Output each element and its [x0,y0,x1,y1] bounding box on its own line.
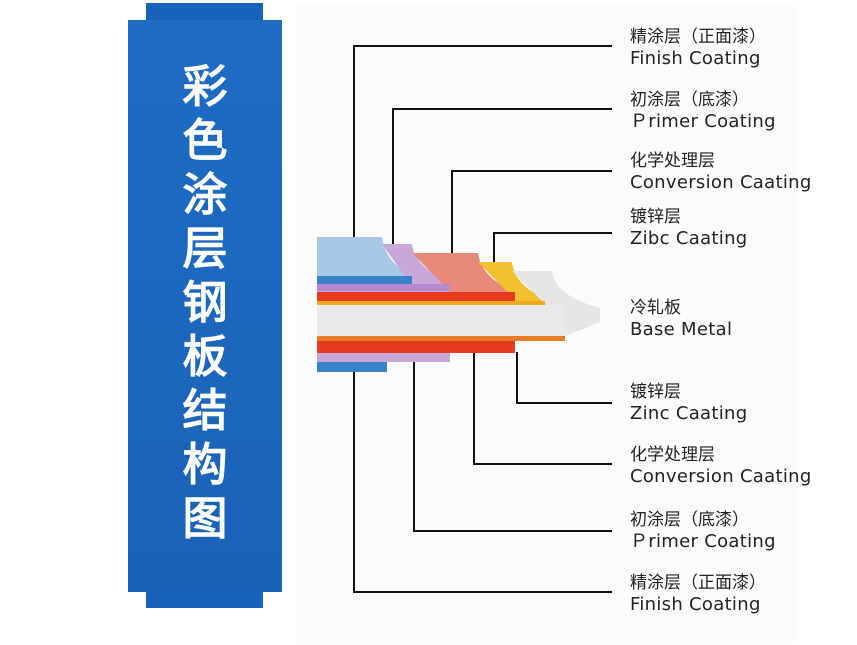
label-cn: 初涂层（底漆） [630,510,749,530]
base-metal [317,305,565,336]
layer-label-zinc-top: 镀锌层 Zibc Caating [630,206,748,250]
label-en: Finish Coating [630,48,761,69]
label-en: Conversion Caating [630,466,812,487]
label-en: Ｐrimer Coating [630,111,776,132]
primer-band-top [317,284,450,291]
leader-line-finish-top [353,45,612,238]
zinc-band-top [317,301,545,305]
layer-label-base-metal: 冷轧板 Base Metal [630,297,732,341]
layer-label-conversion-bottom: 化学处理层 Conversion Caating [630,444,812,488]
finish-band-bottom [317,362,387,372]
leader-lines [353,45,612,593]
leader-line-zinc-top [493,232,612,262]
leader-line-conversion-top [451,170,612,253]
primer-band-bottom [317,353,450,362]
label-cn: 精涂层（正面漆） [630,27,766,47]
title-banner [128,20,282,592]
title-char: 构 [182,438,228,491]
label-cn: 化学处理层 [630,151,715,171]
title-char: 板 [182,330,228,383]
label-en: Conversion Caating [630,172,812,193]
conversion-band-bottom [317,341,515,353]
label-cn: 精涂层（正面漆） [630,573,766,593]
leader-line-finish-bottom [353,368,612,593]
zinc-band-bottom [317,336,565,341]
title-char: 彩 [182,60,228,113]
primer-coating-top [317,244,450,294]
leader-line-conversion-bottom [473,352,612,465]
label-en: Zibc Caating [630,228,748,249]
layer-label-primer-top: 初涂层（底漆） Ｐrimer Coating [630,89,776,133]
layer-label-finish-bottom: 精涂层（正面漆） Finish Coating [630,572,766,616]
title-char: 色 [182,114,228,167]
title-char: 涂 [182,168,228,221]
layer-label-zinc-bottom: 镀锌层 Zinc Caating [630,381,747,425]
finish-coating-top [317,237,412,288]
label-en: Zinc Caating [630,403,748,424]
conversion-band-top [317,292,515,301]
leader-line-primer-bottom [413,360,612,532]
label-en: Finish Coating [630,594,761,615]
layer-label-primer-bottom: 初涂层（底漆） Ｐrimer Coating [630,509,776,553]
label-en: Base Metal [630,319,733,340]
label-cn: 镀锌层 [630,207,681,227]
title-char: 钢 [182,276,228,329]
label-en: Ｐrimer Coating [630,531,776,552]
layer-label-conversion-top: 化学处理层 Conversion Caating [630,150,812,194]
label-cn: 初涂层（底漆） [630,90,749,110]
layer-label-finish-top: 精涂层（正面漆） Finish Coating [630,26,766,70]
label-cn: 镀锌层 [630,382,681,402]
label-cn: 冷轧板 [630,298,681,318]
title-char: 图 [182,492,228,545]
label-cn: 化学处理层 [630,445,715,465]
leader-line-zinc-bottom [516,352,612,404]
leader-line-primer-top [392,108,612,246]
finish-band-top [317,276,412,284]
banner-title: 彩 色 涂 层 钢 板 结 构 图 [128,60,282,546]
title-char: 层 [182,222,228,275]
title-char: 结 [182,384,228,437]
conversion-layer-top [317,253,512,298]
